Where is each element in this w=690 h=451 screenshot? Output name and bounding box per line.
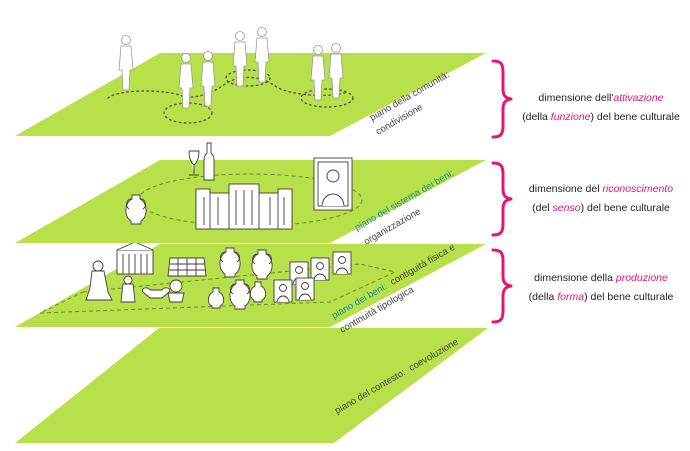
community-plane: piano della comunità: condivisione bbox=[15, 27, 486, 138]
context-plane: piano del contesto: coevoluzione bbox=[15, 328, 488, 443]
portrait-icon bbox=[273, 279, 293, 303]
castle-icon bbox=[195, 183, 293, 230]
vase-icon bbox=[229, 279, 251, 310]
dimension-production-keyword: produzione bbox=[615, 272, 668, 284]
goods-objects bbox=[85, 241, 352, 310]
wine-bottle-icon bbox=[203, 142, 215, 181]
dimension-production: dimensione della produzione (della forma… bbox=[528, 272, 674, 303]
system-plane: piano del sistema dei beni: organizzazio… bbox=[15, 142, 486, 248]
dimension-production-form: forma bbox=[557, 291, 585, 303]
dimension-activation: dimensione dell'attivazione (della funzi… bbox=[522, 92, 680, 123]
capital-icon bbox=[141, 287, 171, 299]
dimension-recognition-sense: senso bbox=[552, 202, 581, 214]
goods-plane: piano dei beni: contiguità fisica e cont… bbox=[15, 241, 486, 336]
building-icon bbox=[116, 241, 154, 275]
vase-icon bbox=[219, 247, 241, 278]
bust-icon bbox=[167, 279, 185, 303]
vase-icon bbox=[251, 249, 273, 280]
community-network bbox=[107, 69, 354, 124]
brace-activation bbox=[491, 59, 513, 139]
dimension-activation-keyword: attivazione bbox=[613, 92, 664, 104]
portrait-icon bbox=[313, 157, 353, 211]
amphora-icon bbox=[125, 194, 147, 225]
brace-production bbox=[491, 248, 513, 324]
dimension-recognition-keyword: riconoscimento bbox=[602, 183, 674, 195]
statue-icon bbox=[120, 275, 136, 303]
colosseum-icon bbox=[167, 257, 207, 277]
portrait-icon bbox=[310, 257, 330, 281]
brace-recognition bbox=[491, 161, 513, 237]
statue-icon bbox=[85, 260, 113, 301]
wine-glass-icon bbox=[188, 150, 200, 176]
dimension-activation-function: funzione bbox=[550, 111, 591, 123]
portrait-icon bbox=[295, 277, 315, 301]
portrait-icon bbox=[332, 251, 352, 275]
system-objects bbox=[125, 142, 353, 230]
dimension-recognition: dimensione del riconoscimento (del senso… bbox=[528, 183, 674, 214]
